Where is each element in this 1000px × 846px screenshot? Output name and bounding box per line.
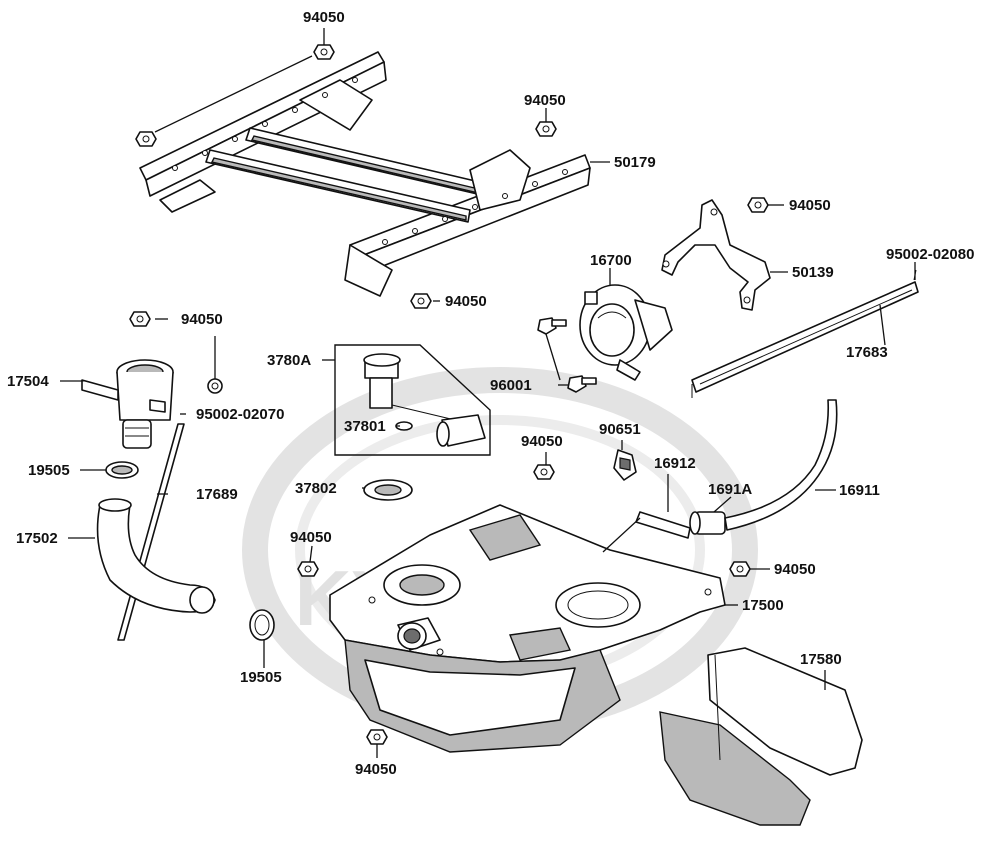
nut-94050-frame-left	[135, 131, 157, 147]
part-label-37802: 37802	[295, 480, 337, 497]
nut-94050-mid	[533, 464, 555, 480]
clamp-19505-upper	[105, 461, 139, 479]
washer-94050-left	[129, 311, 151, 327]
heat-shield-17580	[659, 647, 863, 826]
part-label-16911: 16911	[839, 482, 880, 499]
hose-17683	[691, 269, 919, 398]
part-label-94050-mid: 94050	[521, 433, 563, 450]
part-label-50139: 50139	[792, 264, 834, 281]
part-label-94050-top: 94050	[303, 9, 345, 26]
washer-94050-near-filler	[207, 378, 223, 394]
nut-94050-bracket	[747, 197, 769, 213]
hose-16911	[724, 399, 838, 531]
bolt-96001-upper	[537, 317, 567, 335]
part-label-19505-lower: 19505	[240, 669, 282, 686]
filler-neck-17504	[81, 359, 174, 449]
leader-lines	[60, 28, 916, 758]
bolt-96001-lower	[567, 375, 597, 393]
part-label-17500: 17500	[742, 597, 784, 614]
part-label-19505-upper: 19505	[28, 462, 70, 479]
part-label-94050-frame-bottom: 94050	[445, 293, 487, 310]
part-label-94050-left: 94050	[181, 311, 223, 328]
fuel-pump-16700	[579, 284, 673, 381]
bracket-50139	[661, 199, 771, 311]
part-label-1691A: 1691A	[708, 481, 753, 498]
part-label-16700: 16700	[590, 252, 632, 269]
part-label-17689: 17689	[196, 486, 238, 503]
fuel-tank-17500	[329, 504, 726, 753]
hose-16912	[635, 511, 691, 539]
ring-37802	[363, 479, 413, 501]
part-label-95002-02080: 95002-02080	[886, 246, 975, 263]
part-label-90651: 90651	[599, 421, 641, 438]
nut-94050-tank-right	[729, 561, 751, 577]
nut-94050-bottom	[366, 729, 388, 745]
part-label-94050-bottom: 94050	[355, 761, 397, 778]
part-label-17580: 17580	[800, 651, 842, 668]
frame-50179	[139, 51, 591, 297]
part-label-3780A: 3780A	[267, 352, 312, 369]
part-label-17502: 17502	[16, 530, 58, 547]
part-label-16912: 16912	[654, 455, 696, 472]
part-label-50179: 50179	[614, 154, 656, 171]
filler-hose-17502	[96, 498, 216, 614]
nut-94050-frame-right	[535, 121, 557, 137]
part-label-94050-tank-right: 94050	[774, 561, 816, 578]
part-label-96001: 96001	[490, 377, 532, 394]
fuel-sender-box-3780A	[334, 344, 491, 456]
valve-1691A	[689, 511, 726, 535]
clamp-90651	[613, 449, 637, 481]
part-label-94050-frame-right: 94050	[524, 92, 566, 109]
nut-94050-top	[313, 44, 335, 60]
part-label-95002-02070: 95002-02070	[196, 406, 285, 423]
part-label-37801: 37801	[344, 418, 386, 435]
nut-94050-tank-left	[297, 561, 319, 577]
part-label-94050-tank-left: 94050	[290, 529, 332, 546]
part-label-17683: 17683	[846, 344, 888, 361]
part-label-17504: 17504	[7, 373, 49, 390]
part-label-94050-bracket: 94050	[789, 197, 831, 214]
nut-94050-frame-bottom	[410, 293, 432, 309]
frame-holes	[172, 77, 568, 245]
clamp-19505-lower	[249, 609, 275, 641]
